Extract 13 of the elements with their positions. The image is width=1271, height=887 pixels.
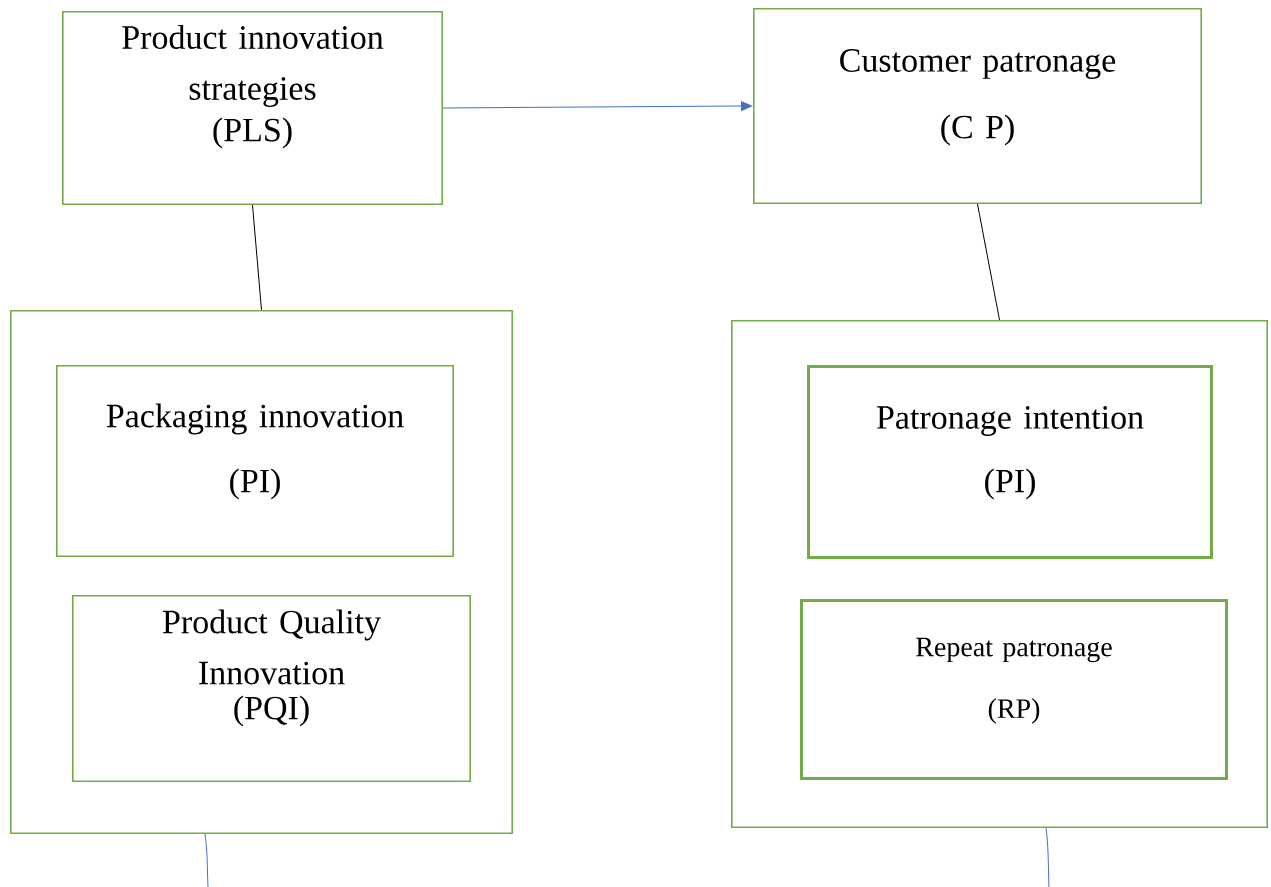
connector-line	[252, 204, 262, 311]
container-box	[731, 320, 1268, 828]
connector-line	[977, 203, 1000, 321]
connector-line	[204, 833, 209, 887]
concept-box: Patronage intention (PI)	[807, 365, 1213, 559]
connector-line	[1045, 827, 1050, 887]
concept-box: Product Quality Innovation (PQI)	[72, 595, 471, 782]
container-box	[10, 310, 513, 834]
connector-line	[442, 101, 753, 111]
concept-box: Repeat patronage (RP)	[800, 599, 1228, 780]
concept-box: Customer patronage (C P)	[753, 8, 1202, 204]
concept-box: Packaging innovation (PI)	[56, 365, 454, 557]
concept-box: Product innovation strategies (PLS)	[62, 11, 443, 205]
